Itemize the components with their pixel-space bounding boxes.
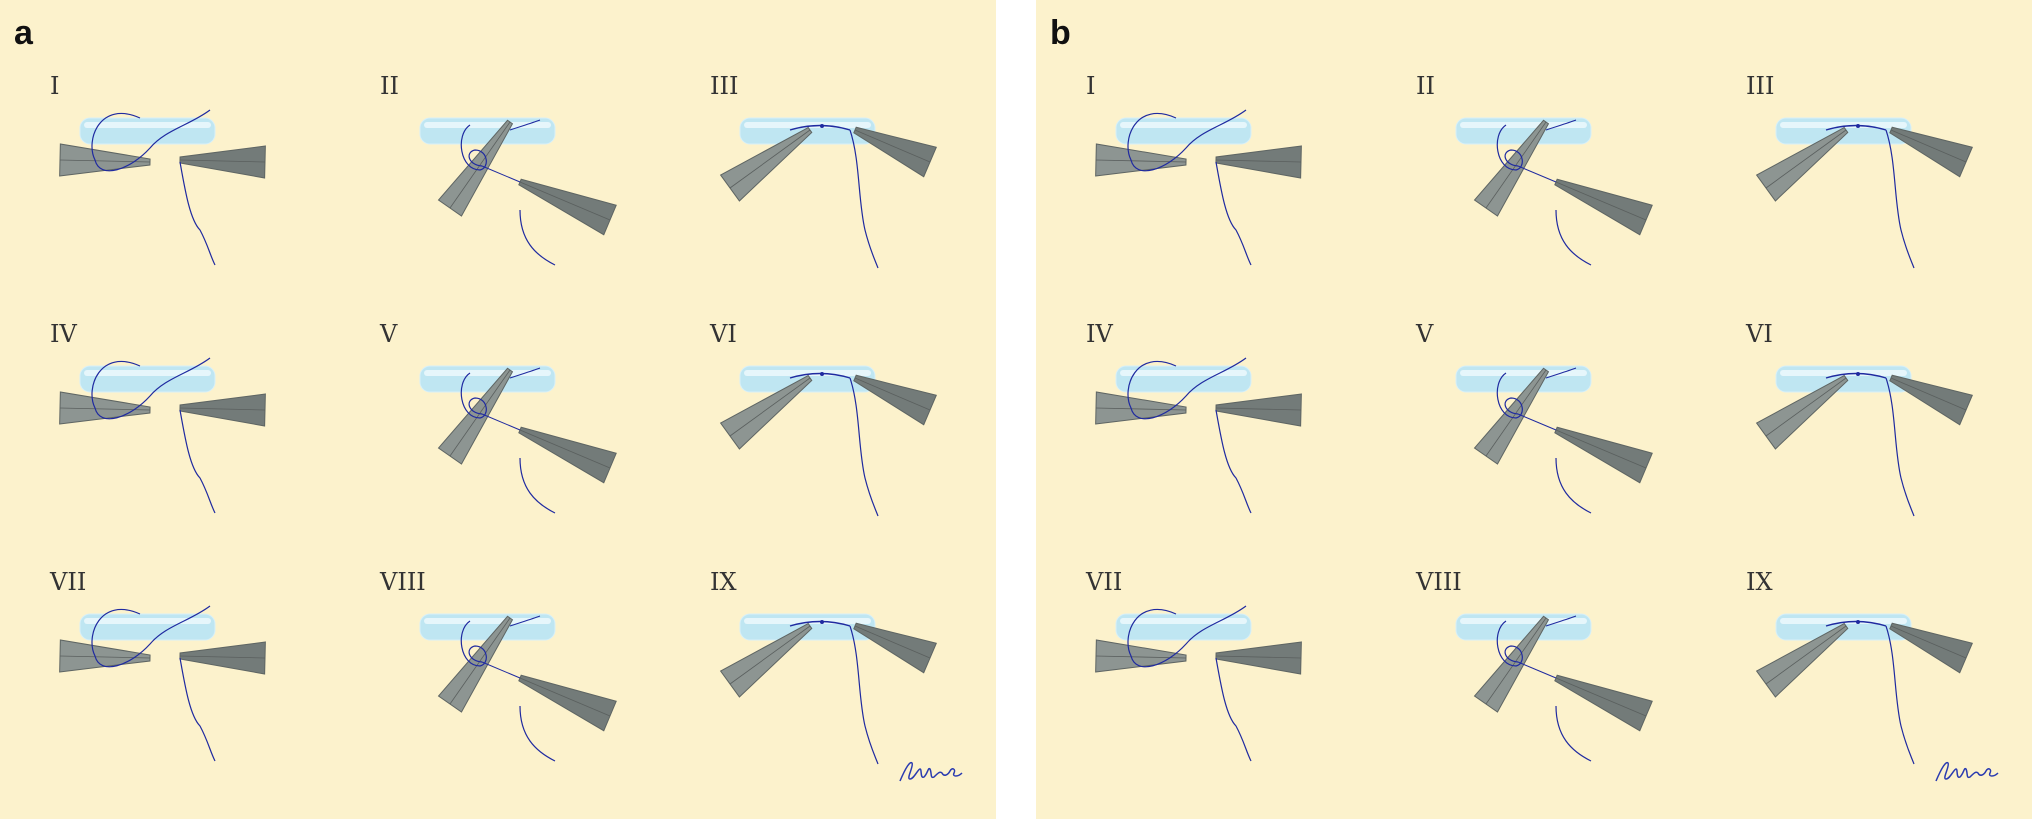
step-label: IV (50, 320, 77, 348)
panel-a: a I II III IV V (0, 0, 996, 819)
step-label: VIII (1416, 568, 1462, 596)
step-label: IX (1746, 568, 1773, 596)
step-label: II (380, 72, 399, 100)
step-label: IV (1086, 320, 1113, 348)
step-label: V (380, 320, 398, 348)
step-figure: II (1406, 70, 1736, 320)
step-figure: VII (1076, 566, 1406, 816)
step-label: I (50, 72, 60, 100)
step-label: VI (710, 320, 737, 348)
step-figure: IX (700, 566, 1030, 816)
step-figure: IX (1736, 566, 2032, 816)
step-label: VII (1086, 568, 1123, 596)
step-label: V (1416, 320, 1434, 348)
step-figure: III (1736, 70, 2032, 320)
step-label: III (710, 72, 739, 100)
step-label: III (1746, 72, 1775, 100)
step-label: VIII (380, 568, 426, 596)
step-figure: VI (700, 318, 1030, 568)
panel-b: b I II III IV V (1036, 0, 2032, 819)
panel-letter: a (14, 14, 33, 52)
step-figure: I (40, 70, 370, 320)
step-figure: II (370, 70, 700, 320)
step-figure: VI (1736, 318, 2032, 568)
step-figure: V (370, 318, 700, 568)
step-figure: VIII (1406, 566, 1736, 816)
artist-signature-icon (896, 757, 968, 791)
artist-signature-icon (1932, 757, 2004, 791)
step-label: IX (710, 568, 737, 596)
step-label: VI (1746, 320, 1773, 348)
step-figure: IV (40, 318, 370, 568)
step-label: VII (50, 568, 87, 596)
step-label: I (1086, 72, 1096, 100)
step-figure: IV (1076, 318, 1406, 568)
panel-letter: b (1050, 14, 1071, 52)
step-figure: VII (40, 566, 370, 816)
step-figure: VIII (370, 566, 700, 816)
step-label: II (1416, 72, 1435, 100)
step-figure: I (1076, 70, 1406, 320)
step-figure: III (700, 70, 1030, 320)
step-figure: V (1406, 318, 1736, 568)
